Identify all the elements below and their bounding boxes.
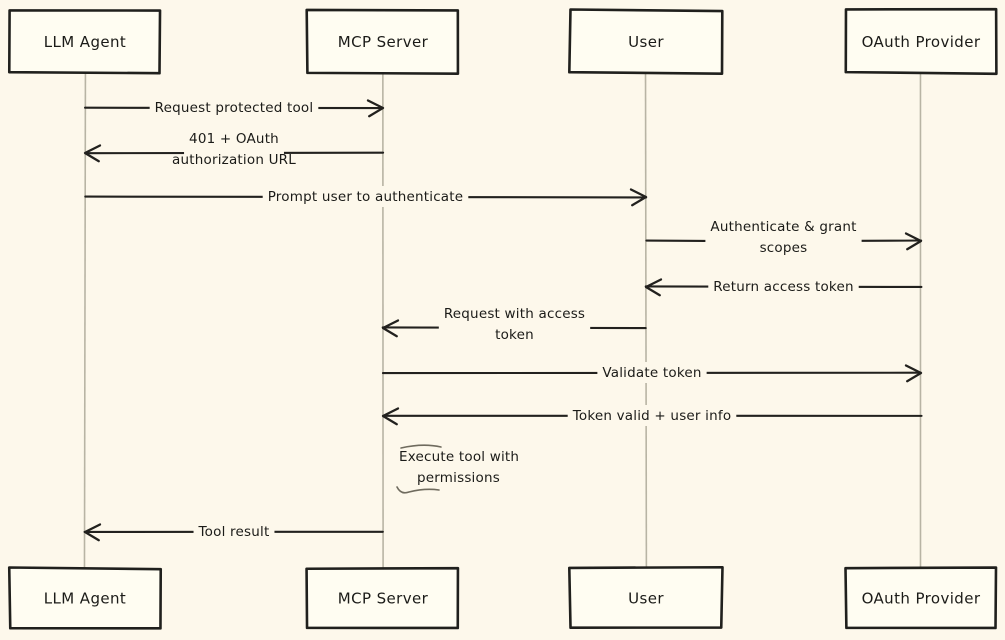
actor-usr-bottom[interactable]: User bbox=[567, 565, 724, 630]
actor-box-usr-bottom bbox=[567, 565, 724, 630]
message-label-2-line-1: 401 + OAuth bbox=[189, 131, 279, 147]
actor-label-llm: LLM Agent bbox=[44, 590, 126, 608]
message-label-backdrop-6-2 bbox=[490, 338, 539, 359]
lifeline-usr bbox=[644, 72, 648, 568]
message-label-backdrop-5 bbox=[708, 276, 859, 297]
lifelines-layer bbox=[83, 72, 922, 569]
message-label-8-line-1: Token valid + user info bbox=[572, 408, 732, 424]
actor-box-oau-bottom bbox=[844, 566, 998, 630]
actor-box-mcp-top bbox=[305, 8, 460, 75]
message-8[interactable]: Token valid + user info bbox=[381, 405, 923, 426]
actor-box-llm-top bbox=[7, 9, 162, 75]
actor-oau-top[interactable]: OAuth Provider bbox=[844, 7, 998, 76]
message-label-4-line-2: scopes bbox=[760, 240, 808, 256]
actor-mcp-top[interactable]: MCP Server bbox=[305, 8, 460, 75]
message-5[interactable]: Return access token bbox=[644, 276, 923, 297]
message-7[interactable]: Validate token bbox=[381, 362, 923, 383]
message-label-7-line-1: Validate token bbox=[602, 365, 701, 381]
message-label-backdrop-2 bbox=[184, 142, 284, 163]
arrow-head-7 bbox=[904, 364, 923, 383]
arrow-head-8 bbox=[381, 407, 400, 426]
actor-label-usr: User bbox=[628, 33, 664, 51]
message-label-backdrop-2-2 bbox=[167, 163, 301, 184]
arrow-head-3 bbox=[629, 188, 648, 207]
arrow-head-6 bbox=[381, 319, 400, 338]
arrow-head-2 bbox=[83, 144, 102, 163]
actor-llm-top[interactable]: LLM Agent bbox=[7, 9, 162, 75]
message-label-backdrop-10 bbox=[193, 521, 275, 542]
message-10[interactable]: Tool result bbox=[83, 521, 384, 542]
message-3[interactable]: Prompt user to authenticate bbox=[84, 186, 648, 207]
actor-box-usr-top bbox=[568, 8, 724, 75]
actor-box-oau-top bbox=[844, 7, 998, 76]
message-label-10-line-1: Tool result bbox=[198, 524, 270, 540]
actor-oau-bottom[interactable]: OAuth Provider bbox=[844, 566, 998, 630]
actor-label-mcp: MCP Server bbox=[338, 33, 429, 51]
message-label-6-line-2: token bbox=[495, 327, 534, 343]
arrow-head-10 bbox=[83, 523, 102, 542]
message-label-9-line-1: Execute tool with bbox=[399, 449, 519, 465]
arrow-head-5 bbox=[644, 278, 663, 297]
actor-usr-top[interactable]: User bbox=[568, 8, 724, 75]
messages-layer: Request protected tool 401 + OAuth authori… bbox=[83, 97, 923, 542]
message-label-2-line-2: authorization URL bbox=[172, 152, 296, 168]
lifeline-llm bbox=[83, 73, 87, 568]
actor-label-mcp: MCP Server bbox=[338, 590, 429, 608]
message-label-backdrop-8 bbox=[567, 405, 737, 426]
actor-label-usr: User bbox=[628, 590, 664, 608]
message-label-1-line-1: Request protected tool bbox=[155, 100, 314, 116]
message-1[interactable]: Request protected tool bbox=[83, 97, 385, 118]
message-label-backdrop-6 bbox=[438, 317, 591, 338]
arrow-head-4 bbox=[904, 232, 923, 251]
self-loop-path bbox=[396, 444, 442, 494]
actor-mcp-bottom[interactable]: MCP Server bbox=[305, 566, 460, 630]
message-6[interactable]: Request with access token bbox=[381, 306, 647, 359]
actor-label-oau: OAuth Provider bbox=[862, 33, 981, 51]
message-label-9-line-2: permissions bbox=[417, 470, 500, 486]
actor-box-llm-bottom bbox=[7, 566, 163, 630]
message-label-3-line-1: Prompt user to authenticate bbox=[268, 189, 464, 205]
message-label-6-line-1: Request with access bbox=[444, 306, 585, 322]
message-label-backdrop-4 bbox=[705, 230, 862, 251]
arrow-head-1 bbox=[366, 99, 385, 118]
actor-label-llm: LLM Agent bbox=[44, 33, 126, 51]
message-2[interactable]: 401 + OAuth authorization URL bbox=[83, 131, 385, 184]
message-label-backdrop-3 bbox=[262, 186, 469, 207]
message-9[interactable]: Execute tool with permissions bbox=[396, 444, 519, 494]
message-label-backdrop-7 bbox=[597, 362, 707, 383]
message-4[interactable]: Authenticate & grant scopes bbox=[645, 219, 923, 272]
message-label-4-line-1: Authenticate & grant bbox=[710, 219, 856, 235]
message-label-5-line-1: Return access token bbox=[713, 279, 853, 295]
actor-label-oau: OAuth Provider bbox=[862, 590, 981, 608]
actor-llm-bottom[interactable]: LLM Agent bbox=[7, 566, 163, 630]
message-label-backdrop-4-2 bbox=[754, 251, 813, 272]
message-label-backdrop-1 bbox=[149, 97, 319, 118]
actor-box-mcp-bottom bbox=[305, 566, 460, 630]
